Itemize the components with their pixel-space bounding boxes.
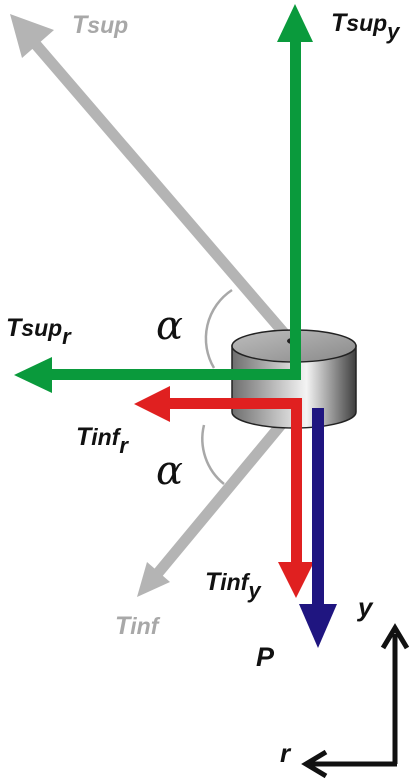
label-alpha-lower: α (156, 448, 183, 494)
label-t-inf-y: Tinfy (205, 568, 262, 603)
t-inf-y-arrow (278, 398, 314, 598)
label-t-inf: Tinf (115, 612, 161, 640)
t-sup-arrow (10, 14, 295, 344)
t-sup-y-arrow (277, 4, 313, 380)
label-t-sup-y: Tsupy (331, 9, 401, 44)
label-t-sup: Tsup (72, 11, 128, 39)
alpha-arc-upper (204, 288, 233, 369)
label-axis-y: y (356, 592, 374, 622)
t-inf-r-arrow (134, 386, 302, 422)
axes-icon (301, 623, 410, 779)
t-inf-arrow (137, 416, 290, 597)
label-axis-r: r (280, 738, 292, 768)
label-alpha-upper: α (156, 303, 183, 349)
label-p: P (256, 642, 275, 672)
t-sup-r-arrow (14, 357, 301, 393)
label-t-inf-r: Tinfr (76, 423, 129, 458)
alpha-arc-lower (201, 424, 225, 485)
label-t-sup-r: Tsupr (6, 314, 72, 349)
p-arrow (299, 408, 337, 648)
